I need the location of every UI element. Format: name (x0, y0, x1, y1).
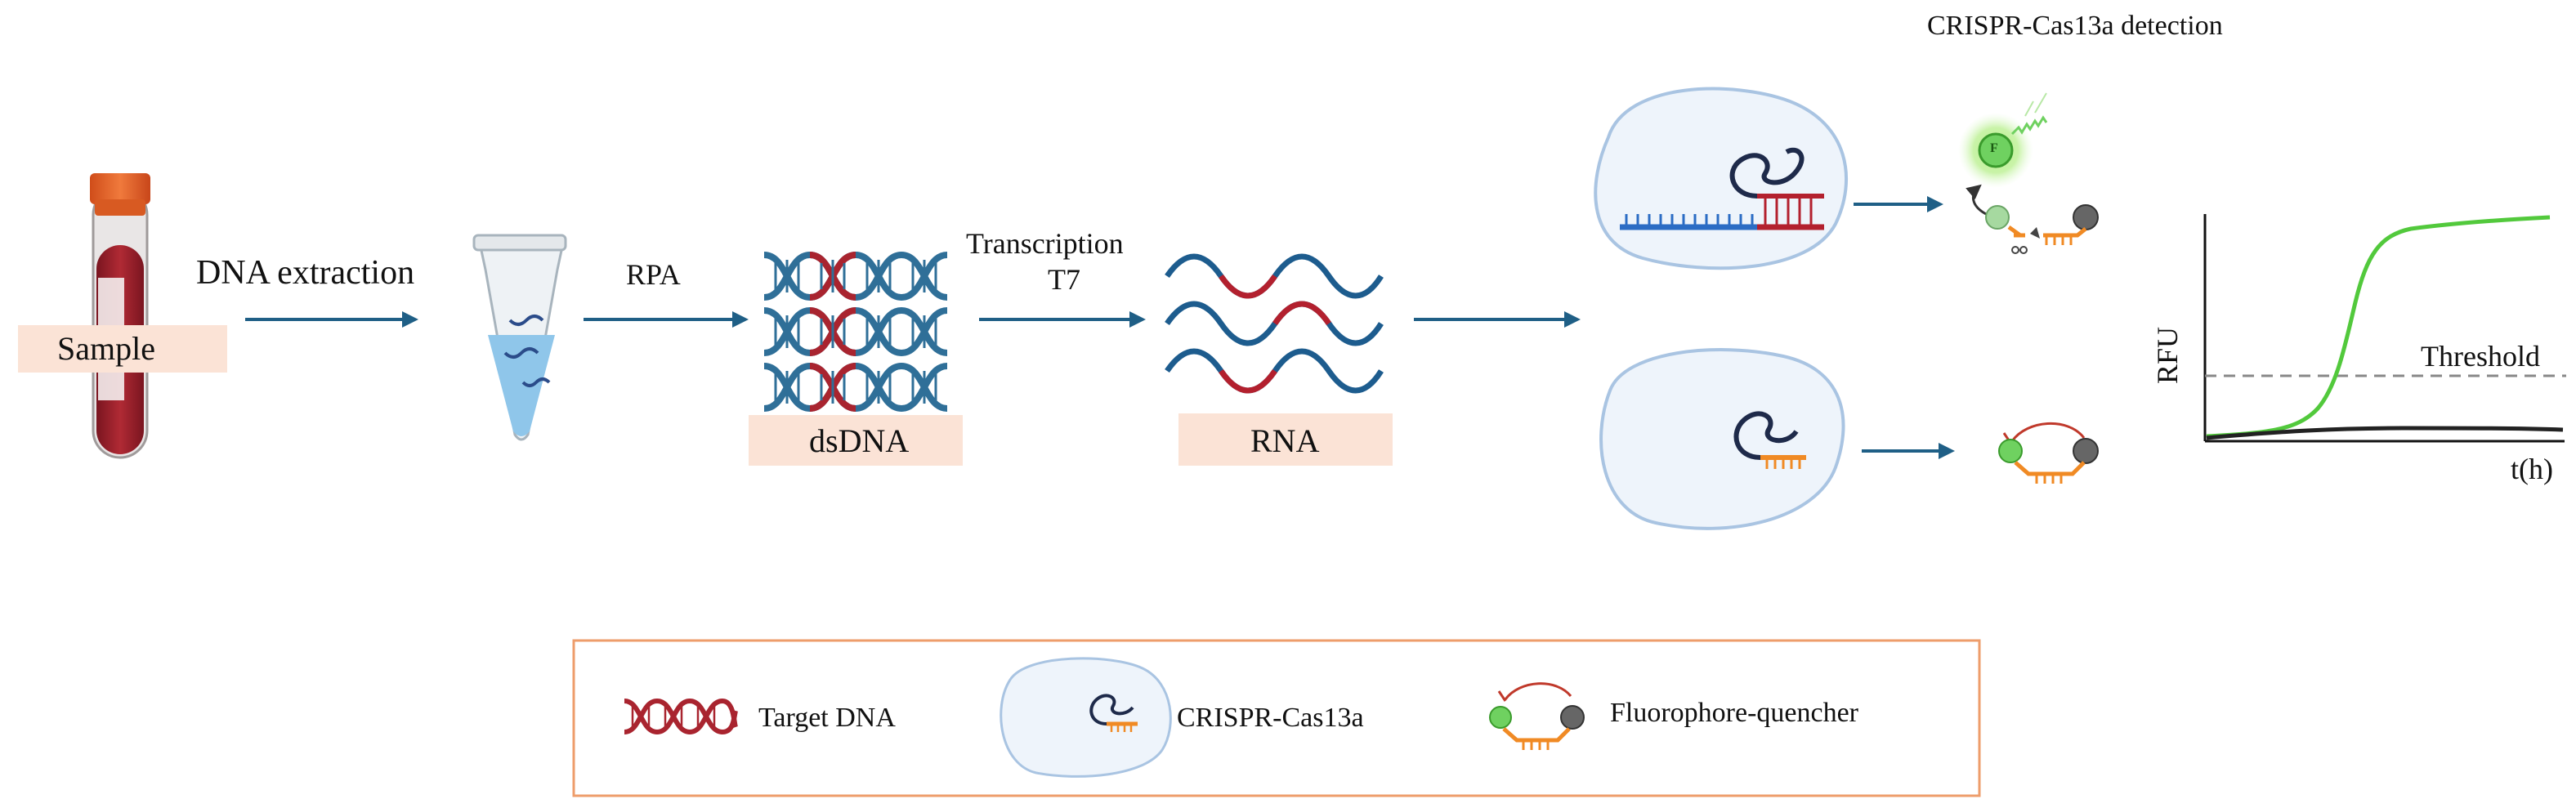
t7-label: T7 (1048, 263, 1080, 296)
rpa-label: RPA (626, 258, 681, 291)
dsdna-icon (763, 251, 948, 413)
cleaved-reporter-icon (1958, 92, 2099, 254)
rfu-plot (2203, 214, 2566, 443)
threshold-label: Threshold (2421, 340, 2540, 373)
fluorophore-letter: F (1990, 141, 1998, 155)
dsdna-label: dsDNA (809, 422, 910, 459)
rna-highlight (1178, 413, 1393, 466)
crispr-cas13a-icon (1000, 657, 1172, 778)
positive-curve (2206, 215, 2551, 439)
intact-reporter-icon (1998, 422, 2099, 484)
sample-highlight (18, 325, 227, 373)
microtube-icon (472, 234, 567, 441)
fluorophore-quencher-icon (1489, 682, 1585, 750)
rna-icon (1165, 253, 1384, 394)
transcription-label: Transcription (966, 227, 1124, 260)
dna-extraction-label: DNA extraction (196, 254, 415, 292)
legend-label-fluorophore-quencher: Fluorophore-quencher (1610, 698, 1859, 728)
plot-x-label: t(h) (2511, 453, 2553, 485)
sample-label: Sample (57, 330, 155, 367)
dsdna-highlight (749, 415, 963, 466)
crispr-detection-title: CRISPR-Cas13a detection (1927, 11, 2223, 41)
rna-label: RNA (1250, 422, 1320, 459)
blood-tube-icon (90, 173, 150, 459)
cas13a-target-bound-icon (1594, 87, 1849, 270)
legend-label-target-dna: Target DNA (758, 703, 896, 733)
legend-label-crispr-cas13a: CRISPR-Cas13a (1177, 703, 1364, 733)
target-dna-icon (624, 698, 738, 735)
negative-curve (2206, 426, 2564, 440)
plot-y-label: RFU (2151, 326, 2184, 384)
cas13a-unbound-icon (1599, 348, 1845, 530)
legend-box (572, 639, 1981, 797)
